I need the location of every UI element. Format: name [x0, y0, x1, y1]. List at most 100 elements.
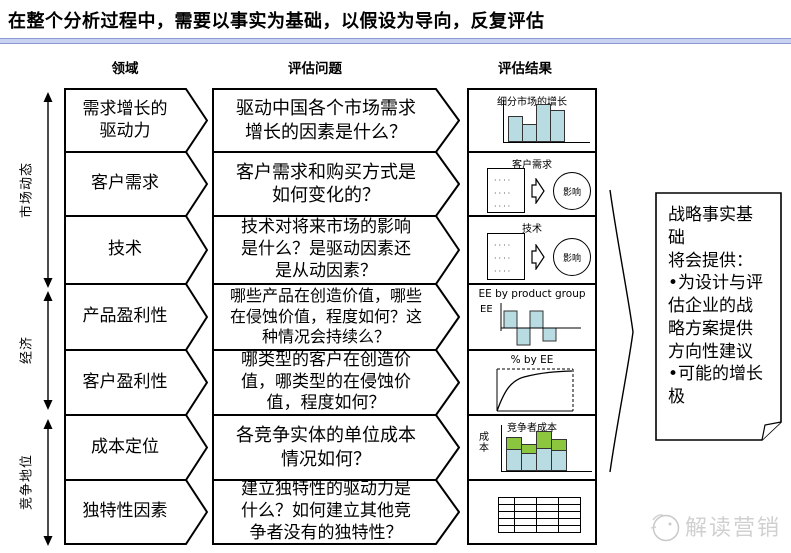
table-cell: [536, 525, 559, 533]
conclusion-line: •可能的增长极: [668, 364, 764, 408]
table-cell: [498, 525, 515, 533]
stacked-bar: [551, 439, 567, 471]
domain-box-label: 独特性因素: [82, 501, 168, 522]
bar: [516, 327, 531, 346]
question-text: 各竞争实体的单位成本 情况如何？: [236, 425, 416, 470]
result-chart-technology: 技术 ············ 影响: [467, 215, 597, 285]
group-label-competitive-position: 竞争地位: [19, 453, 35, 511]
arrow-right-icon: [531, 244, 545, 270]
segment-growth-bars: [503, 100, 590, 143]
economics-range-arrow: [43, 291, 53, 410]
stacked-bar: [521, 444, 537, 471]
table-cell: [514, 497, 537, 505]
table-cell: [514, 511, 537, 519]
table-cell: [514, 525, 537, 533]
stacked-bar: [506, 437, 522, 471]
table-cell: [558, 518, 581, 526]
question-box-5: 哪类型的客户在创造价 值，哪类型的在侵蚀价 值，程度如何？: [212, 349, 460, 416]
question-box-3: 技术对将来市场的影响 是什么？是驱动因素还 是从动因素？: [212, 215, 460, 285]
question-text: 驱动中国各个市场需求 增长的因素是什么？: [236, 98, 416, 143]
domain-box-technology: 技术: [64, 215, 208, 285]
domain-box-label: 成本定位: [91, 436, 159, 457]
conclusion-line: •为设计与评估企业的战略方案提供方向性建议: [668, 273, 764, 362]
flow-chevron-arrow: [609, 189, 634, 473]
group-label-market-dynamics: 市场动态: [19, 161, 35, 219]
domain-box-customer-profitability: 客户盈利性: [64, 349, 208, 416]
question-box-4: 哪些产品在创造价值，哪些 在侵蚀价值，程度如何？这 种情况会持续么？: [212, 283, 460, 351]
question-box-1: 驱动中国各个市场需求 增长的因素是什么？: [212, 88, 460, 153]
column-header-question: 评估问题: [288, 61, 342, 77]
column-header-domain: 领域: [111, 61, 139, 77]
question-text: 哪类型的客户在创造价 值，哪类型的在侵蚀价 值，程度如何？: [241, 349, 411, 414]
table-cell: [558, 525, 581, 533]
market-dynamics-range-arrow: [43, 92, 53, 288]
y-axis-label: 成本: [479, 432, 489, 454]
column-header-result: 评估结果: [498, 61, 552, 77]
chart-title: % by EE: [510, 354, 554, 366]
impact-circle: 影响: [553, 238, 591, 276]
domain-box-label: 产品盈利性: [82, 306, 168, 327]
stacked-bar: [536, 431, 552, 471]
results-table: [498, 497, 581, 533]
bar: [503, 310, 518, 329]
domain-box-label: 需求增长的 驱动力: [82, 98, 168, 141]
table-cell: [514, 518, 537, 526]
document-icon: ············: [487, 168, 525, 213]
question-box-6: 各竞争实体的单位成本 情况如何？: [212, 414, 460, 481]
ee-product-svg: [500, 303, 581, 346]
table-cell: [536, 497, 559, 505]
domain-box-cost-position: 成本定位: [64, 414, 208, 481]
chart-title: EE by product group: [478, 288, 586, 300]
table-cell: [498, 497, 515, 505]
domain-box-customer-needs: 客户需求: [64, 151, 208, 217]
question-box-2: 客户需求和购买方式是 如何变化的？: [212, 151, 460, 217]
chart-title: 细分市场的增长: [497, 97, 567, 108]
table-cell: [536, 511, 559, 519]
result-chart-customer-needs: 客户需求 ············ 影响: [467, 151, 597, 217]
group-label-economics: 经济: [19, 335, 35, 365]
curve-svg: [496, 368, 574, 412]
bar: [508, 116, 523, 142]
result-chart-pct-by-ee: % by EE: [467, 349, 597, 416]
conclusion-line: 战略事实基础: [668, 205, 753, 248]
conclusion-text: 战略事实基础 将会提供： •为设计与评估企业的战略方案提供方向性建议 •可能的增…: [668, 204, 768, 409]
table-cell: [536, 504, 559, 512]
bar: [542, 327, 557, 342]
result-chart-table: [467, 479, 597, 545]
result-chart-competitor-cost: 竞争者成本 成本: [467, 414, 597, 481]
domain-box-product-profitability: 产品盈利性: [64, 283, 208, 351]
question-box-7: 建立独特性的驱动力是 什么？如何建立其他竞 争者没有的独特性？: [212, 479, 460, 545]
title-divider: [0, 38, 791, 44]
question-text: 哪些产品在创造价值，哪些 在侵蚀价值，程度如何？这 种情况会持续么？: [229, 286, 422, 347]
bar: [529, 310, 544, 329]
domain-box-uniqueness: 独特性因素: [64, 479, 208, 545]
domain-box-label: 客户需求: [91, 173, 159, 194]
watermark-logo-icon: [650, 514, 680, 542]
watermark-logo: 解读营销: [645, 500, 791, 550]
competitor-cost-bars: [501, 425, 592, 472]
table-cell: [514, 504, 537, 512]
question-text: 客户需求和购买方式是 如何变化的？: [236, 161, 416, 206]
chart-title: 客户需求: [512, 160, 552, 171]
chart-title: 竞争者成本: [507, 423, 557, 434]
page-title: 在整个分析过程中，需要以事实为基础，以假设为导向，反复评估: [8, 11, 545, 32]
domain-box-label: 客户盈利性: [82, 371, 168, 392]
conclusion-note: 战略事实基础 将会提供： •为设计与评估企业的战略方案提供方向性建议 •可能的增…: [655, 192, 783, 442]
bar: [522, 124, 537, 142]
table-cell: [498, 511, 515, 519]
domain-box-demand-drivers: 需求增长的 驱动力: [64, 88, 208, 153]
conclusion-line: 将会提供：: [668, 250, 753, 271]
bar: [536, 104, 551, 142]
result-chart-ee-by-product: EE by product group EE: [467, 283, 597, 351]
table-cell: [558, 511, 581, 519]
note-outline: [655, 192, 782, 441]
chart-title: 技术: [522, 224, 542, 235]
result-chart-segment-growth: 细分市场的增长: [467, 88, 597, 153]
bar: [550, 110, 565, 142]
y-axis-label: EE: [480, 304, 493, 315]
question-text: 技术对将来市场的影响 是什么？是驱动因素还 是从动因素？: [241, 217, 411, 281]
arrow-right-icon: [531, 178, 545, 204]
impact-circle: 影响: [553, 172, 591, 210]
table-cell: [536, 518, 559, 526]
